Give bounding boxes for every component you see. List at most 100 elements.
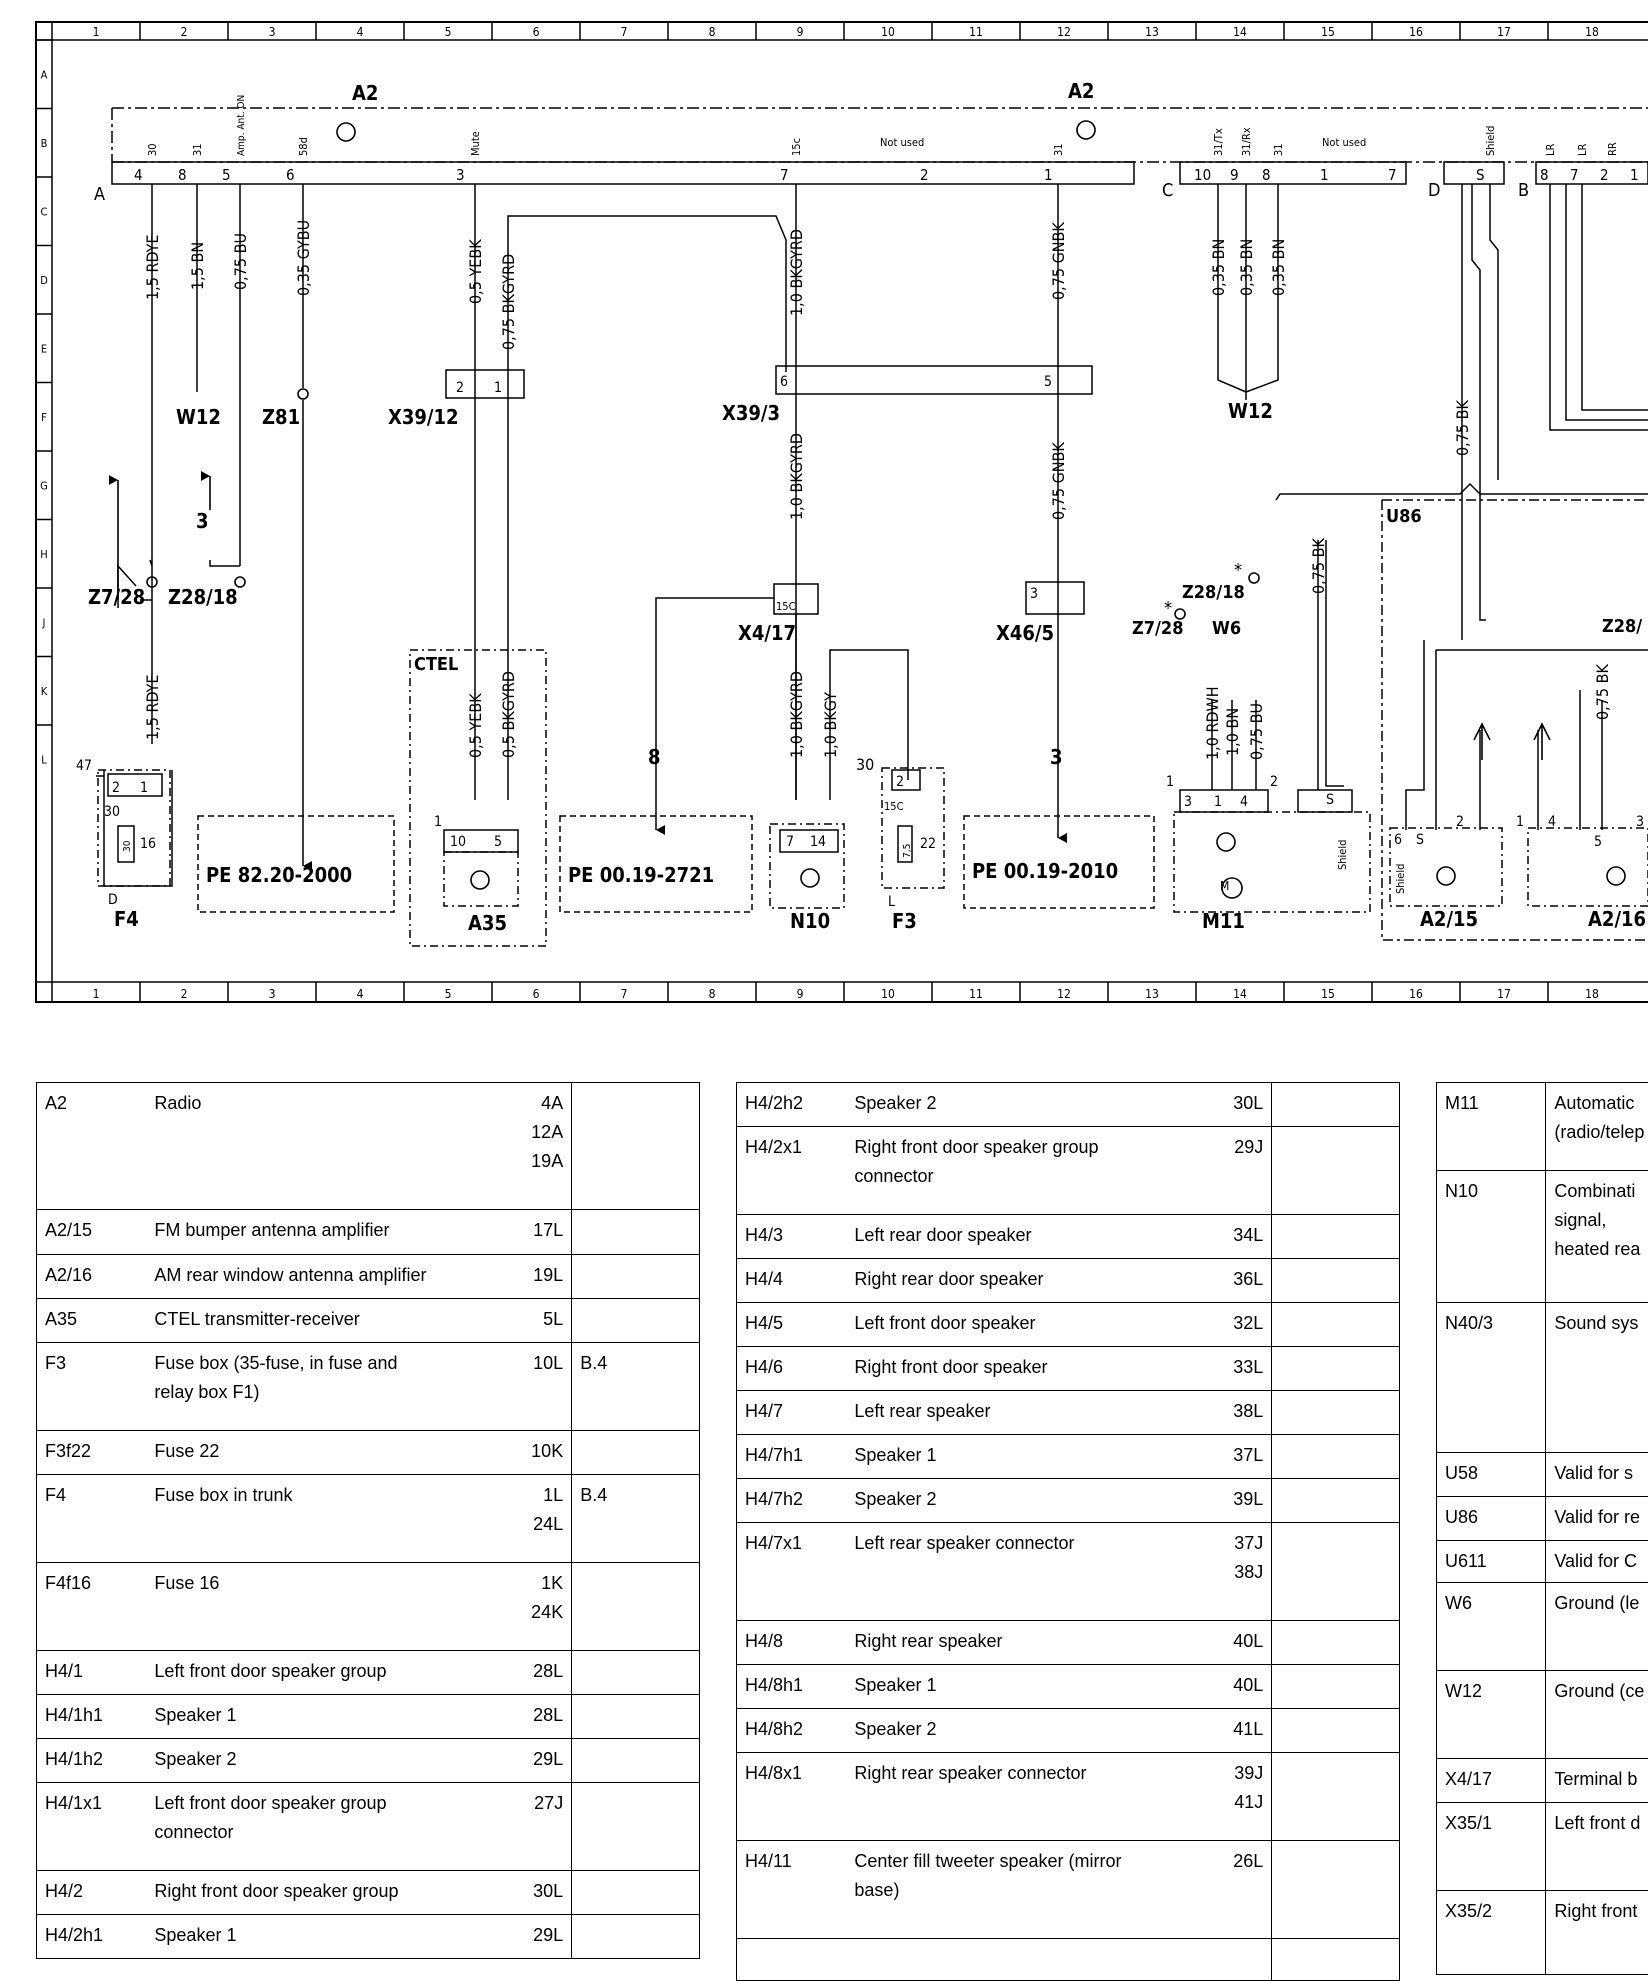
pin-30: 30 — [146, 143, 159, 156]
legend-desc: Ground (le — [1546, 1583, 1648, 1671]
pin-num-1c: 1 — [1320, 166, 1329, 184]
wire-label-1-0-bkgyrd-3: 1,0 BKGYRD — [787, 671, 806, 758]
f4-num-2: 2 — [112, 780, 120, 796]
m11-pin-1b: 1 — [1214, 794, 1222, 810]
label-w12-b: W12 — [1228, 399, 1273, 423]
wire-label-1-0-bkgyrd-2: 1,0 BKGYRD — [787, 433, 806, 520]
x39-3-pin-5: 5 — [1044, 374, 1052, 390]
row-label: B — [41, 137, 48, 150]
transistor-icon-n10 — [801, 869, 819, 887]
legend-ref: 5L — [514, 1299, 572, 1343]
legend-desc: Right front door speaker — [846, 1347, 1213, 1391]
legend-code: U86 — [1437, 1497, 1546, 1541]
label-z81: Z81 — [262, 405, 300, 429]
pin-num-b8: 8 — [1540, 166, 1549, 184]
legend-desc: Right front — [1546, 1891, 1648, 1975]
legend-desc: Fuse box in trunk — [146, 1475, 513, 1563]
col-label: 14 — [1233, 987, 1247, 1001]
legend-code: H4/3 — [737, 1215, 847, 1259]
row-label: C — [41, 205, 48, 218]
pin-num-5: 5 — [222, 166, 231, 184]
wire-label-0-35-bn-1: 0,35 BN — [1209, 239, 1228, 296]
label-z7-28b: Z7/28 — [1132, 618, 1183, 639]
legend-code: N40/3 — [1437, 1303, 1546, 1453]
pin-31c: 31 — [1272, 143, 1285, 156]
pin-num-7c: 7 — [1388, 166, 1397, 184]
row-label: J — [42, 616, 46, 629]
plug-label-c: C — [1162, 180, 1173, 201]
col-label: 17 — [1497, 987, 1511, 1001]
legend-ref: 28L — [514, 1695, 572, 1739]
legend-desc: Right rear door speaker — [846, 1259, 1213, 1303]
transistor-icon-m11 — [1217, 833, 1235, 851]
splice-icon-z28-18 — [235, 577, 245, 587]
col-label: 15 — [1321, 25, 1335, 39]
legend-code: H4/6 — [737, 1347, 847, 1391]
legend-ref: 37J 38J — [1214, 1523, 1272, 1621]
col-label: 12 — [1057, 987, 1071, 1001]
legend-desc: Left rear speaker — [846, 1391, 1213, 1435]
legend-desc: Ground (ce — [1546, 1671, 1648, 1759]
legend-desc: Left rear speaker connector — [846, 1523, 1213, 1621]
legend-desc: Fuse 22 — [146, 1431, 513, 1475]
legend-ref: 39J 41J — [1214, 1753, 1272, 1841]
legend-code: U58 — [1437, 1453, 1546, 1497]
label-x39-12: X39/12 — [388, 405, 459, 429]
a35-pin-10: 10 — [450, 834, 466, 850]
a35-pin-1: 1 — [434, 814, 442, 830]
m11-shield-plug — [1298, 790, 1352, 812]
legend-ref: 1L 24L — [514, 1475, 572, 1563]
col-label: 13 — [1145, 987, 1159, 1001]
plug-c-strip — [1180, 162, 1406, 184]
label-a2-mid: A2 — [1068, 79, 1094, 103]
col-label: 10 — [881, 25, 895, 39]
m11-pin-1: 1 — [1166, 774, 1174, 790]
legend-ref: 10K — [514, 1431, 572, 1475]
legend-code: H4/2h2 — [737, 1083, 847, 1127]
legend-desc: Valid for re — [1546, 1497, 1648, 1541]
a2-16-pin-1: 1 — [1516, 814, 1524, 830]
legend-code: H4/7h1 — [737, 1435, 847, 1479]
legend-desc: Valid for C — [1546, 1541, 1648, 1583]
legend-extra — [1272, 1259, 1400, 1303]
arrow-label-3: 3 — [196, 509, 209, 533]
label-x46-5: X46/5 — [996, 621, 1054, 645]
x39-12-pin-1: 1 — [494, 380, 502, 396]
x46-5-pin-3: 3 — [1030, 586, 1038, 602]
plug-d-strip — [1444, 162, 1504, 184]
label-u86: U86 — [1386, 506, 1422, 527]
legend-ref: 34L — [1214, 1215, 1272, 1259]
legend-extra — [1272, 1083, 1400, 1127]
legend-desc: Right front door speaker group connector — [846, 1127, 1213, 1215]
label-a2-16: A2/16 — [1588, 907, 1646, 931]
col-label: 12 — [1057, 25, 1071, 39]
a2-16-pin-3: 3 — [1636, 814, 1644, 830]
wire-label-0-75-bkgyrd: 0,75 BKGYRD — [499, 254, 518, 350]
col-label: 8 — [709, 25, 716, 39]
f3-num-15c: 15C — [884, 800, 904, 813]
legend-code: W12 — [1437, 1671, 1546, 1759]
plug-label-b: B — [1518, 180, 1529, 201]
legend-code: H4/1h2 — [37, 1739, 147, 1783]
legend-desc: Combinati signal, heated rea — [1546, 1171, 1648, 1303]
legend-ref: 41L — [1214, 1709, 1272, 1753]
wire-label-1-0-bkgyrd: 1,0 BKGYRD — [787, 229, 806, 316]
f4-num-1: 1 — [140, 780, 148, 796]
legend-desc: Left rear door speaker — [846, 1215, 1213, 1259]
legend-code: M11 — [1437, 1083, 1546, 1171]
a2-15-pin-2: 2 — [1456, 814, 1464, 830]
col-label: 9 — [797, 25, 804, 39]
legend-code: F3f22 — [37, 1431, 147, 1475]
pin-num-9c: 9 — [1230, 166, 1239, 184]
